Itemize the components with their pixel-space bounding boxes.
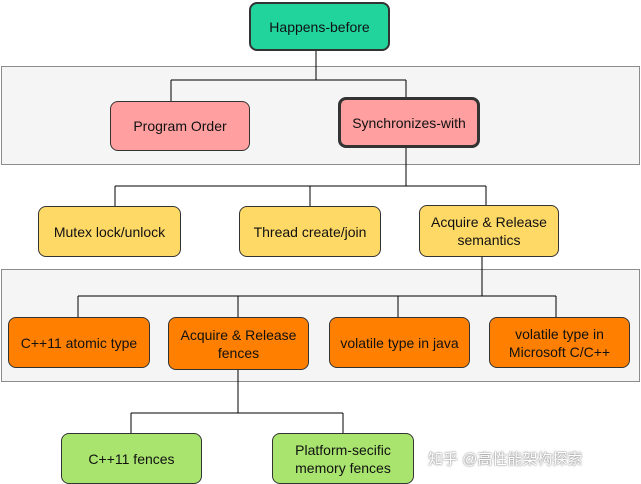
node-cpp11-atomic-type: C++11 atomic type xyxy=(8,317,150,368)
node-acquire-release-fences: Acquire & Release fences xyxy=(168,317,309,370)
node-mutex-lock-unlock: Mutex lock/unlock xyxy=(38,206,181,257)
node-volatile-java: volatile type in java xyxy=(329,317,470,368)
node-acquire-release-semantics: Acquire & Release semantics xyxy=(419,205,559,257)
connector-semantics-level3 xyxy=(77,257,557,317)
connector-root-level1 xyxy=(170,50,407,101)
node-volatile-microsoft: volatile type in Microsoft C/C++ xyxy=(489,317,630,368)
node-cpp11-fences: C++11 fences xyxy=(61,433,202,484)
node-happens-before: Happens-before xyxy=(249,2,390,51)
node-synchronizes-with: Synchronizes-with xyxy=(338,97,480,148)
group-band-upper xyxy=(1,66,640,165)
connector-sync-level2 xyxy=(114,148,487,206)
node-thread-create-join: Thread create/join xyxy=(239,206,381,257)
watermark-text: 知乎 @高性能架构探索 xyxy=(428,451,583,468)
node-platform-memory-fences: Platform-secific memory fences xyxy=(272,433,414,484)
node-program-order: Program Order xyxy=(110,101,250,151)
connector-fences-level4 xyxy=(130,370,344,433)
